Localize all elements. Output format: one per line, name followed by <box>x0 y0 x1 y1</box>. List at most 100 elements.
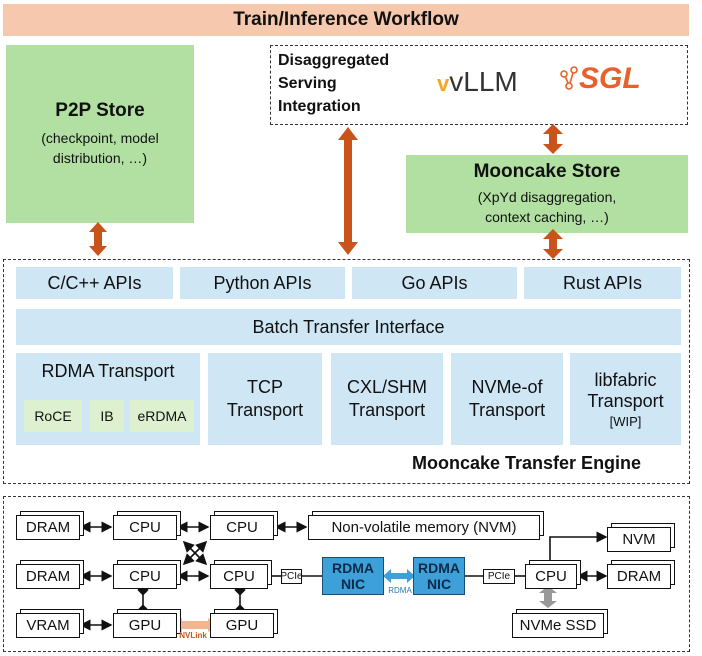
p2p-store-subtitle-2: distribution, …) <box>52 150 148 166</box>
nvm-bar-label: Non-volatile memory (NVM) <box>331 519 517 536</box>
nvlink-label: NVLink <box>179 631 207 640</box>
mooncake-store-title: Mooncake Store <box>473 161 621 182</box>
vram-label: VRAM <box>26 617 70 634</box>
nic-right-line-2: NIC <box>426 576 452 592</box>
cpu-box-2: CPU <box>113 564 177 589</box>
chip-erdma-label: eRDMA <box>137 408 187 424</box>
api-cpp: C/C++ APIs <box>16 267 173 299</box>
gpu-label-2: GPU <box>225 617 259 634</box>
api-go-label: Go APIs <box>401 272 468 293</box>
transfer-engine-box <box>3 259 690 484</box>
pcie-right-label: PCIe <box>487 571 511 582</box>
chip-erdma: eRDMA <box>130 400 194 432</box>
dram-box-2: DRAM <box>16 564 80 589</box>
api-python: Python APIs <box>180 267 345 299</box>
api-rust: Rust APIs <box>524 267 681 299</box>
api-go: Go APIs <box>352 267 517 299</box>
p2p-store-subtitle-1: (checkpoint, model <box>41 130 159 146</box>
workflow-bar: Train/Inference Workflow <box>3 4 689 36</box>
pcie-left: PCIe <box>280 569 303 584</box>
api-cpp-label: C/C++ APIs <box>47 272 142 293</box>
api-python-label: Python APIs <box>213 272 312 293</box>
api-rust-label: Rust APIs <box>562 272 643 293</box>
arrow-serving-store <box>543 124 563 154</box>
vllm-logo: vvLLM <box>437 66 518 98</box>
mooncake-store-box: Mooncake Store (XpYd disaggregation, con… <box>406 155 688 233</box>
arrow-store-engine <box>543 229 563 259</box>
libfabric-transport: libfabric Transport [WIP] <box>570 353 681 445</box>
serving-line-1: Disaggregated <box>278 52 390 69</box>
nic-right-line-1: RDMA <box>418 560 460 576</box>
chip-roce-label: RoCE <box>34 408 72 424</box>
nvmeof-transport-line-2: Transport <box>468 400 546 420</box>
nvme-ssd-box: NVMe SSD <box>512 613 604 638</box>
serving-integration-label: Disaggregated Serving Integration <box>278 49 389 118</box>
cxl-shm-transport: CXL/SHM Transport <box>331 353 443 445</box>
batch-transfer-label: Batch Transfer Interface <box>252 316 445 337</box>
rdma-transport-title: RDMA Transport <box>41 361 175 381</box>
pcie-right: PCIe <box>483 569 515 584</box>
rdma-link-arrow <box>383 569 415 583</box>
cpu-label-4: CPU <box>223 568 255 585</box>
tcp-transport: TCP Transport <box>208 353 322 445</box>
hardware-links <box>79 521 608 632</box>
vllm-logo-text: vLLM <box>449 66 518 97</box>
nvm-label: NVM <box>622 531 656 548</box>
cpu-label-3: CPU <box>226 519 258 536</box>
engine-label: Mooncake Transfer Engine <box>412 453 642 473</box>
serving-line-2: Serving <box>278 75 337 92</box>
cpu-label-5: CPU <box>535 568 567 585</box>
libfabric-line-1: libfabric <box>594 369 657 390</box>
vllm-logo-mark: v <box>437 71 450 96</box>
sgl-logo-icon <box>560 66 578 90</box>
nvme-of-transport: NVMe-of Transport <box>451 353 563 445</box>
cpu-box-5: CPU <box>525 564 577 589</box>
nvme-ssd-label: NVMe SSD <box>519 617 597 634</box>
pcie-left-label: PCIe <box>280 571 303 582</box>
nvmeof-transport-line-1: NVMe-of <box>471 377 543 397</box>
cpu-box-4: CPU <box>210 564 268 589</box>
serving-integration-box: Disaggregated Serving Integration vvLLM … <box>270 45 688 125</box>
dram-box-3: DRAM <box>607 564 671 589</box>
dram-label-3: DRAM <box>616 568 662 585</box>
libfabric-wip: [WIP] <box>609 413 642 429</box>
serving-line-3: Integration <box>278 98 361 115</box>
nic-left-line-1: RDMA <box>332 560 374 576</box>
batch-transfer-interface: Batch Transfer Interface <box>16 309 681 345</box>
arrow-serving-engine <box>338 127 358 255</box>
dram-box-1: DRAM <box>16 515 80 540</box>
cxl-transport-line-1: CXL/SHM <box>346 377 427 397</box>
workflow-title: Train/Inference Workflow <box>233 9 459 30</box>
p2p-store-title: P2P Store <box>55 100 145 121</box>
orange-arrows <box>89 124 563 259</box>
arrow-p2p-engine <box>89 222 107 256</box>
rdma-transport-box: RDMA Transport RoCE IB eRDMA <box>16 353 200 445</box>
vram-box: VRAM <box>16 613 80 638</box>
tcp-transport-line-1: TCP <box>247 377 283 397</box>
cpu-label-2: CPU <box>129 568 161 585</box>
gpu-box-1: GPU <box>113 613 177 638</box>
mooncake-store-subtitle-1: (XpYd disaggregation, <box>477 189 617 205</box>
ssd-cpu-arrow <box>539 586 557 608</box>
nvm-box: NVM <box>607 527 671 552</box>
nic-left-line-2: NIC <box>340 576 366 592</box>
chip-ib-label: IB <box>100 408 114 424</box>
cxl-transport-line-2: Transport <box>348 400 426 420</box>
rdma-link-label: RDMA <box>388 586 412 595</box>
libfabric-line-2: Transport <box>587 390 664 411</box>
dram-label-2: DRAM <box>25 568 71 585</box>
cpu-label-1: CPU <box>129 519 161 536</box>
chip-ib: IB <box>90 400 124 432</box>
rdma-nic-right: RDMA NIC <box>413 557 465 595</box>
hardware-box <box>3 496 690 652</box>
cpu-box-3: CPU <box>210 515 274 540</box>
dram-label-1: DRAM <box>25 519 71 536</box>
rdma-nic-left: RDMA NIC <box>322 557 384 595</box>
sgl-logo-text: SGL <box>579 62 641 95</box>
mooncake-store-subtitle-2: context caching, …) <box>485 209 609 225</box>
tcp-transport-line-2: Transport <box>226 400 304 420</box>
cpu-box-1: CPU <box>113 515 177 540</box>
gpu-box-2: GPU <box>210 613 274 638</box>
chip-roce: RoCE <box>24 400 82 432</box>
p2p-store-box: P2P Store (checkpoint, model distributio… <box>6 45 194 223</box>
